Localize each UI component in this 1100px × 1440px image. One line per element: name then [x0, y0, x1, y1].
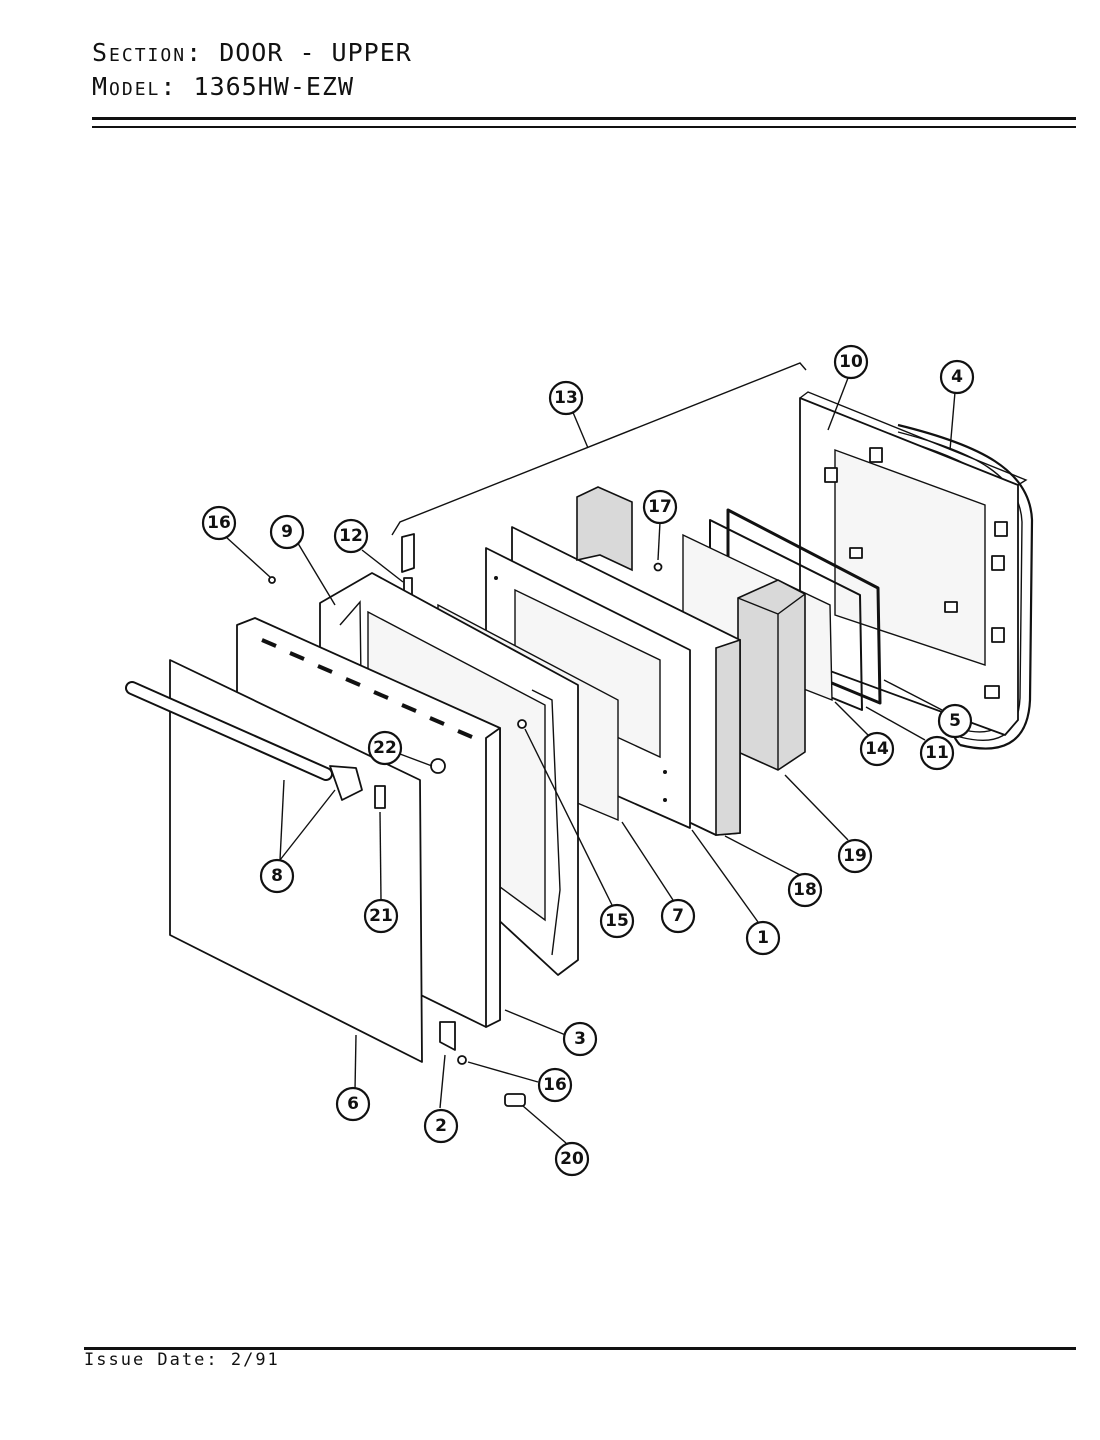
callout-leaders: [225, 377, 956, 1144]
callout-label: 21: [369, 906, 393, 926]
callout-5: 5: [937, 703, 973, 739]
callout-11: 11: [919, 735, 955, 771]
callout-3: 3: [562, 1021, 598, 1057]
callout-label: 6: [347, 1094, 359, 1114]
footer-rule: [84, 1347, 1076, 1350]
callout-15: 15: [599, 903, 635, 939]
callout-18: 18: [787, 872, 823, 908]
part-insulation-right: [737, 579, 806, 771]
part-inner-door-panel: [799, 391, 1028, 736]
callout-12: 12: [333, 518, 369, 554]
callout-label: 20: [560, 1149, 584, 1169]
callout-2: 2: [423, 1108, 459, 1144]
callout-label: 15: [605, 911, 629, 931]
callout-label: 16: [543, 1075, 567, 1095]
header-rule-thick: [92, 117, 1076, 120]
section-heading: Section: DOOR - UPPER: [92, 38, 412, 67]
callout-1: 1: [745, 920, 781, 956]
part-bracket: [439, 1021, 456, 1051]
callout-17: 17: [642, 489, 678, 525]
part-screw-17: [653, 562, 663, 572]
issue-date-label: Issue Date:: [84, 1350, 219, 1370]
issue-date-value: 2/91: [230, 1350, 280, 1370]
vent-slots: [261, 638, 473, 739]
part-washer: [430, 758, 446, 774]
callout-9: 9: [269, 514, 305, 550]
callout-label: 10: [839, 352, 863, 372]
callout-label: 5: [949, 711, 961, 731]
part-screw-15: [517, 719, 527, 729]
part-handle-mount: [374, 785, 386, 809]
callout-7: 7: [660, 898, 696, 934]
header-rule-thin: [92, 126, 1076, 128]
callout-label: 14: [865, 739, 889, 759]
callout-label: 13: [554, 388, 578, 408]
part-door-front: [169, 659, 423, 1063]
part-insulation-top: [576, 486, 633, 572]
callout-16-bottom: 16: [537, 1067, 573, 1103]
callout-label: 19: [843, 846, 867, 866]
model-value: 1365HW-EZW: [193, 72, 355, 101]
model-label: Model:: [92, 72, 178, 101]
callout-label: 22: [373, 738, 397, 758]
callout-4: 4: [939, 359, 975, 395]
callout-label: 18: [793, 880, 817, 900]
exploded-parts-diagram: 10 4 13 17 16 9 12 22 8 21 15 7 1 18 19 …: [125, 344, 1034, 1177]
callout-label: 11: [925, 743, 949, 763]
callout-label: 16: [207, 513, 231, 533]
callout-19: 19: [837, 838, 873, 874]
callout-10: 10: [833, 344, 869, 380]
callout-16-top: 16: [201, 505, 237, 541]
callout-20: 20: [554, 1141, 590, 1177]
assembly-bracket-13: [391, 362, 807, 536]
callout-label: 8: [271, 866, 283, 886]
callout-label: 2: [435, 1116, 447, 1136]
section-label: Section:: [92, 38, 204, 67]
callout-label: 4: [951, 367, 963, 387]
callout-8: 8: [259, 858, 295, 894]
callout-13: 13: [548, 380, 584, 416]
callout-label: 12: [339, 526, 363, 546]
callout-label: 7: [672, 906, 684, 926]
callout-14: 14: [859, 731, 895, 767]
callout-label: 9: [281, 522, 293, 542]
part-door-handle: [125, 681, 363, 801]
callout-6: 6: [335, 1086, 371, 1122]
section-value: DOOR - UPPER: [219, 38, 412, 67]
callout-label: 1: [757, 928, 769, 948]
callout-label: 3: [574, 1029, 586, 1049]
issue-date: Issue Date: 2/91: [84, 1350, 280, 1370]
callout-label: 17: [648, 497, 672, 517]
part-plug: [504, 1093, 526, 1107]
part-screw-16-bottom: [457, 1055, 467, 1065]
callout-22: 22: [367, 730, 403, 766]
part-screw-16-top: [268, 576, 276, 584]
callout-21: 21: [363, 898, 399, 934]
model-heading: Model: 1365HW-EZW: [92, 72, 354, 101]
